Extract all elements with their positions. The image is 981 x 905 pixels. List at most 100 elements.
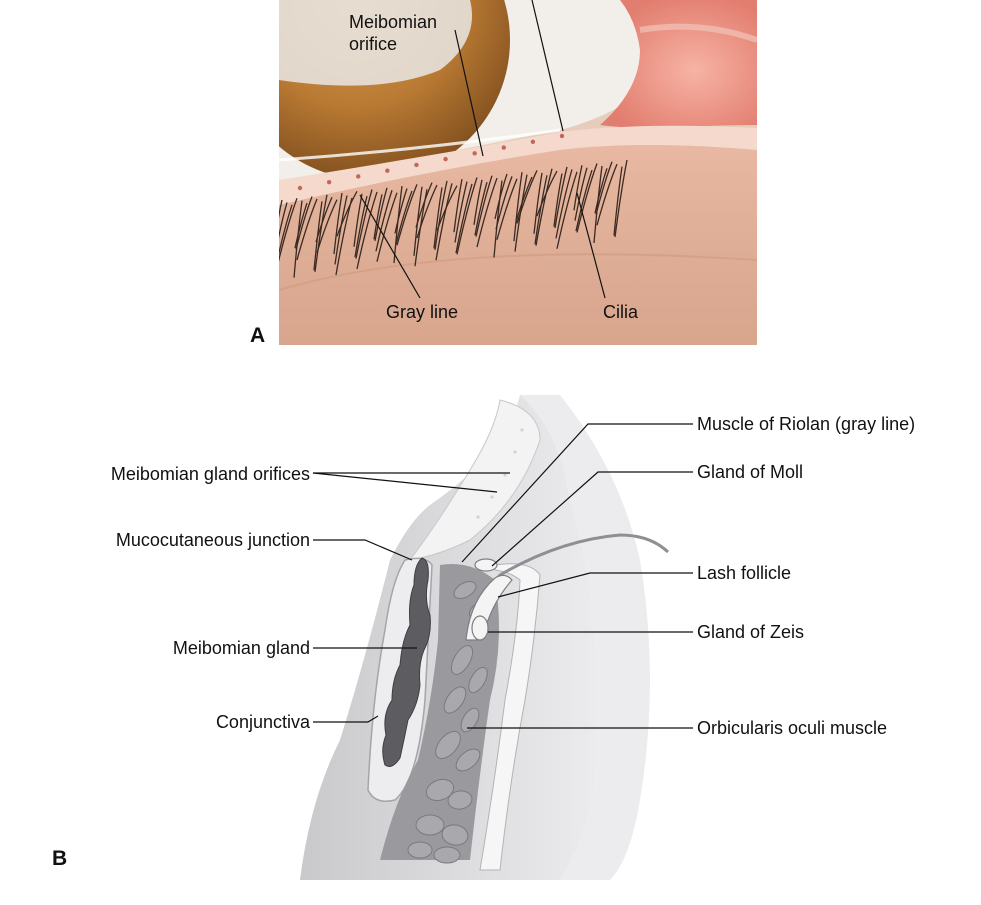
eyelash: [356, 191, 378, 270]
meibomian-orifice-dot: [385, 168, 390, 173]
label-orbicularis-oculi-muscle: Orbicularis oculi muscle: [697, 718, 887, 738]
eyelash: [434, 180, 448, 250]
panel-letter-a: A: [250, 324, 266, 347]
meibomian-orifice-dot: [443, 156, 448, 162]
muscle-fiber-cell: [450, 645, 474, 675]
eyelash: [553, 173, 563, 227]
eyelash: [496, 178, 518, 240]
meibomian-orifice-dot: [297, 185, 303, 191]
leader-lash-follicle: [497, 572, 693, 598]
eyelash: [313, 201, 323, 271]
eyelash: [279, 202, 288, 239]
eyelash: [575, 169, 593, 232]
eyelash: [453, 179, 463, 233]
eyelash: [394, 188, 408, 234]
lid-margin: [279, 125, 757, 205]
leader-gland-of-moll: [491, 471, 693, 567]
eyelash: [513, 172, 523, 242]
meibomian-orifice-dot: [530, 139, 536, 144]
eyelashes: [279, 159, 628, 278]
muscle-fiber-cell: [460, 707, 480, 733]
muscle-fiber-cell: [441, 824, 469, 846]
muscle-fiber-cell: [453, 580, 477, 600]
gland-of-zeis-shape: [471, 615, 489, 641]
eyelash: [536, 170, 558, 217]
eyelash: [333, 192, 343, 255]
leader-mucocutaneous-junction: [313, 539, 413, 561]
meibomian-orifice-dot: [326, 180, 332, 185]
eyelash: [279, 199, 283, 219]
label-meibomian-gland: Meibomian gland: [173, 638, 310, 658]
eyelash: [614, 159, 628, 238]
panel-letter-b: B: [52, 847, 68, 870]
skin-band: [479, 563, 541, 871]
eyelash: [554, 166, 568, 229]
eyelash: [475, 175, 493, 237]
leader-orifices-b: [312, 472, 498, 493]
meibomian-orifice-dot: [501, 145, 506, 150]
eyelash: [596, 163, 618, 226]
eyelash: [456, 177, 478, 255]
leader-gray-line: [359, 194, 421, 299]
eyelash: [374, 187, 388, 241]
eyelash: [315, 196, 333, 243]
eyelash: [573, 165, 583, 211]
panel-b-illustration: [300, 395, 670, 880]
label-cilia: Cilia: [603, 302, 639, 322]
eyelash: [613, 166, 623, 236]
eyelash: [279, 204, 293, 256]
eyelash: [594, 168, 608, 214]
eyelash: [515, 176, 533, 223]
eyelash: [495, 176, 513, 230]
eyelash: [416, 184, 438, 239]
eyelash: [473, 179, 483, 225]
leader-cilia: [576, 192, 606, 299]
label-conjunctiva: Conjunctiva: [216, 712, 311, 732]
eyelash: [295, 196, 313, 250]
eyelash: [474, 182, 488, 236]
eyelash: [433, 187, 443, 249]
eyelash: [314, 194, 328, 272]
label-lash-follicle: Lash follicle: [697, 563, 791, 583]
eyelash: [556, 171, 578, 249]
eyelash: [316, 199, 338, 253]
label-mucocutaneous-junction: Mucocutaneous junction: [116, 530, 310, 550]
eyelash: [296, 198, 318, 261]
leader-conjunctiva: [313, 715, 379, 723]
leader-muscle-of-riolan: [461, 423, 693, 563]
muscle-fiber-cell: [415, 814, 445, 836]
eyelash: [595, 161, 613, 215]
muscle-fiber-cell: [425, 778, 455, 802]
label-muscle-of-riolan: Muscle of Riolan (gray line): [697, 414, 915, 434]
label-gland-of-zeis: Gland of Zeis: [697, 622, 804, 642]
meibomian-orifice-dot: [472, 151, 477, 156]
eyelash: [574, 167, 588, 221]
muscle-fiber-cell: [447, 790, 473, 810]
meibomian-orifice-dot: [559, 133, 565, 139]
muscle-fiber-cell: [468, 666, 488, 694]
leader-top: [531, 0, 564, 132]
eyelash: [294, 202, 308, 249]
orbicularis-muscle-fibers: [407, 580, 488, 864]
panel-a-leader-lines: [359, 0, 606, 299]
eyelash: [355, 189, 373, 259]
eyelash: [494, 173, 508, 220]
eyelash: [493, 180, 503, 258]
eyelash: [533, 172, 543, 234]
muscle-fiber-cell: [443, 686, 467, 714]
eyelash: [336, 190, 358, 237]
muscle-fiber-cell: [407, 841, 433, 859]
label-gland-of-moll: Gland of Moll: [697, 462, 803, 482]
eyelash: [435, 183, 453, 261]
eyelash: [375, 190, 393, 252]
meibomian-orifice-dot: [414, 162, 419, 168]
eyelash: [279, 198, 298, 262]
eyelash: [555, 169, 573, 239]
lower-eyelid-skin: [279, 145, 757, 345]
eyelash: [396, 184, 418, 246]
label-meibomian-orifice-line1: Meibomian: [349, 12, 437, 32]
label-gray-line: Gray line: [386, 302, 458, 322]
corneal-highlight: [279, 0, 472, 86]
leader-meibomian-orifice: [454, 29, 484, 157]
